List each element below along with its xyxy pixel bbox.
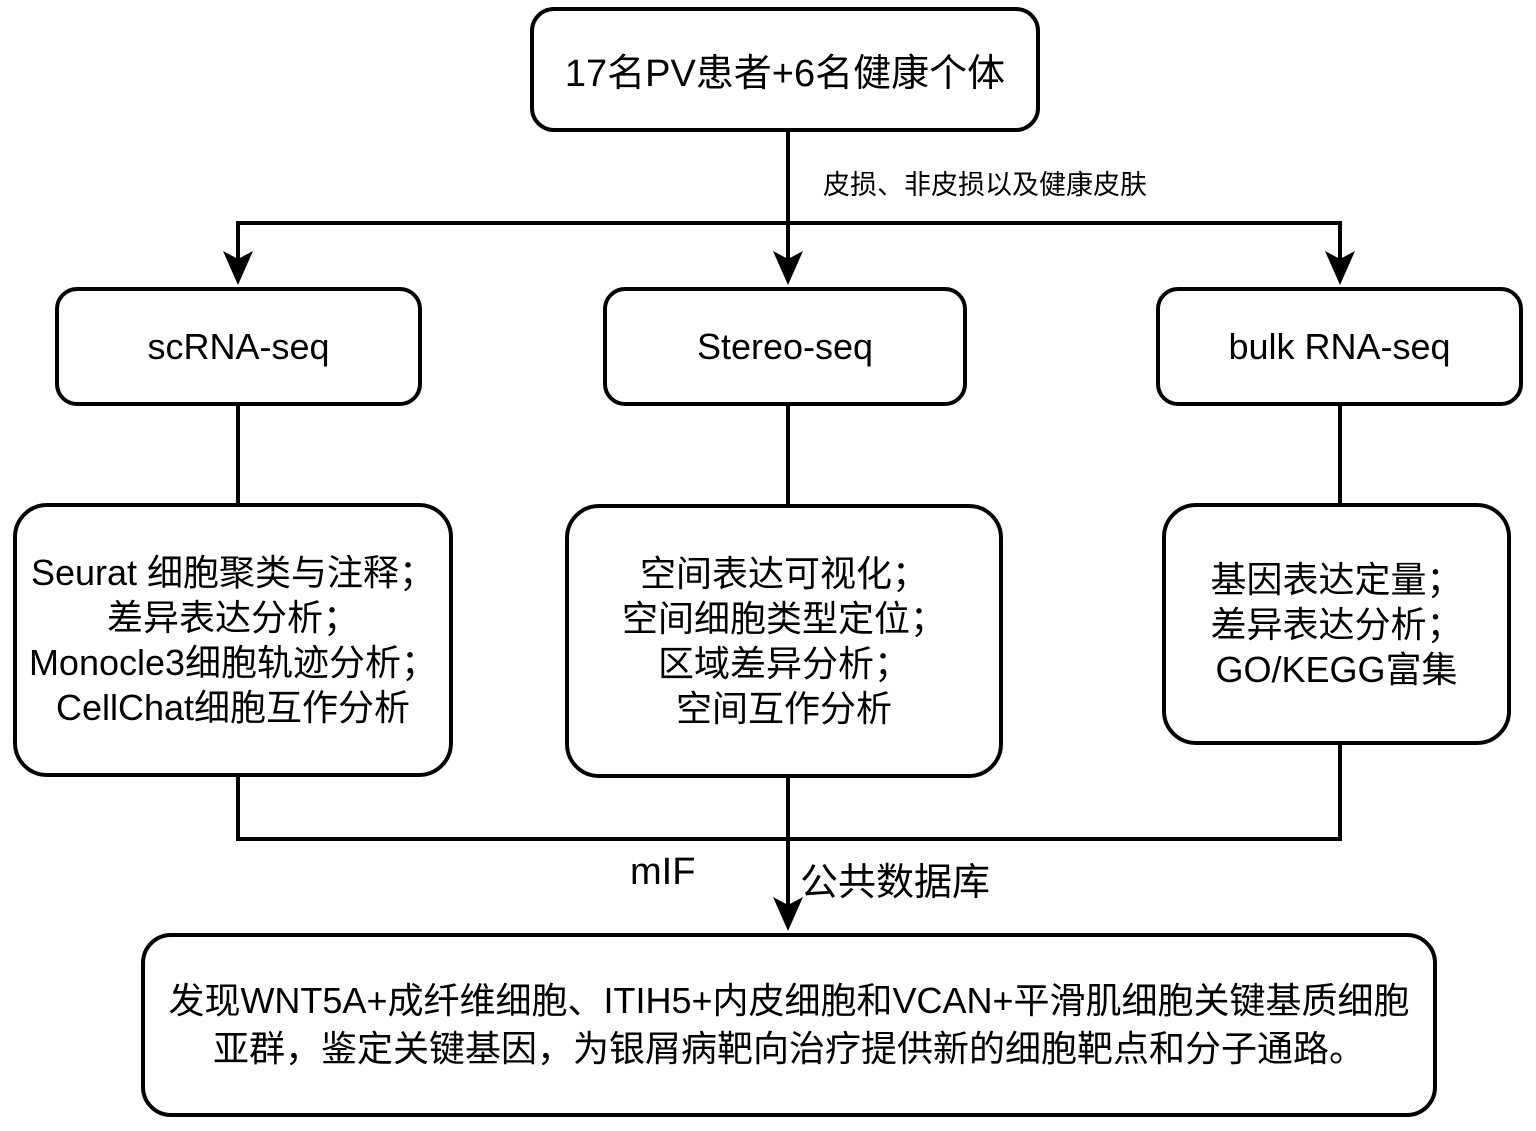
- node-source-label: 17名PV患者+6名健康个体: [564, 53, 1006, 95]
- analysis-line: CellChat细胞互作分析: [55, 687, 411, 728]
- analysis-line: 基因表达定量；: [1210, 558, 1463, 600]
- analysis-line: 差异表达分析；: [106, 597, 359, 638]
- node-scrna-seq-label: scRNA-seq: [147, 325, 330, 367]
- edge-label-public-database: 公共数据库: [800, 862, 991, 904]
- node-scrna-analyses: Seurat 细胞聚类与注释； 差异表达分析； Monocle3细胞轨迹分析； …: [13, 503, 453, 777]
- node-bulk-rna-seq: bulk RNA-seq: [1156, 287, 1523, 406]
- edge-label-sample-types: 皮损、非皮损以及健康皮肤: [823, 170, 1147, 200]
- node-bulk-rna-seq-label: bulk RNA-seq: [1228, 325, 1451, 367]
- conclusion-line: 发现WNT5A+成纤维细胞、ITIH5+内皮细胞和VCAN+平滑肌细胞关键基质细…: [168, 980, 1410, 1021]
- node-scrna-seq: scRNA-seq: [55, 287, 422, 406]
- node-source: 17名PV患者+6名健康个体: [530, 7, 1040, 132]
- arrowhead-conclusion: [773, 897, 803, 931]
- node-bulk-analyses: 基因表达定量； 差异表达分析； GO/KEGG富集: [1162, 503, 1511, 745]
- analysis-line: GO/KEGG富集: [1215, 648, 1458, 690]
- node-stereo-analyses: 空间表达可视化； 空间细胞类型定位； 区域差异分析； 空间互作分析: [565, 504, 1003, 778]
- analysis-line: Monocle3细胞轨迹分析；: [28, 642, 438, 683]
- arrowhead-stereo: [773, 251, 803, 285]
- node-stereo-seq-label: Stereo-seq: [696, 325, 874, 367]
- edge-label-mif: mIF: [630, 851, 696, 893]
- analysis-line: 空间细胞类型定位；: [621, 598, 946, 639]
- analysis-line: 区域差异分析；: [657, 643, 910, 684]
- conclusion-line: 亚群，鉴定关键基因，为银屑病靶向治疗提供新的细胞靶点和分子通路。: [212, 1028, 1365, 1069]
- arrowhead-scrna: [223, 251, 253, 285]
- node-stereo-seq: Stereo-seq: [603, 287, 967, 406]
- analysis-line: 空间表达可视化；: [639, 553, 928, 594]
- arrowhead-bulk: [1325, 251, 1355, 285]
- node-conclusion: 发现WNT5A+成纤维细胞、ITIH5+内皮细胞和VCAN+平滑肌细胞关键基质细…: [141, 933, 1437, 1117]
- analysis-line: Seurat 细胞聚类与注释；: [30, 552, 436, 593]
- analysis-line: 差异表达分析；: [1210, 603, 1463, 645]
- analysis-line: 空间互作分析: [675, 688, 892, 729]
